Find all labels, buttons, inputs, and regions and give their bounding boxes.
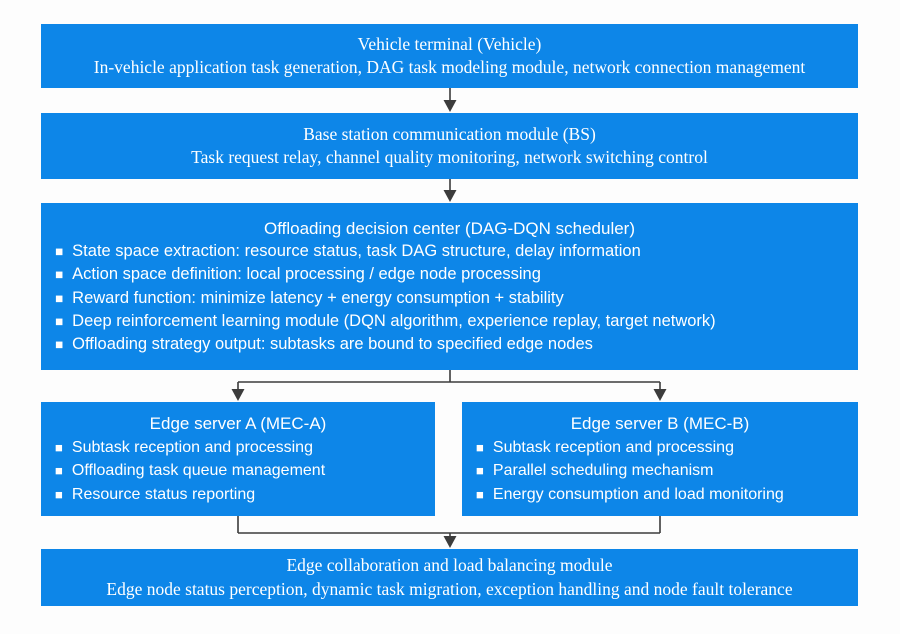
decision-bullet-item: ■ State space extraction: resource statu… (41, 240, 858, 263)
edge-b-bullet-text: Subtask reception and processing (492, 438, 734, 456)
edge-collaboration-title: Edge collaboration and load balancing mo… (286, 555, 613, 575)
bullet-square-icon: ■ (55, 463, 63, 478)
decision-bullet-text: Reward function: minimize latency + ener… (72, 288, 564, 307)
edge-b-bullet-text: Energy consumption and load monitoring (492, 485, 784, 503)
decision-bullet-text: Action space definition: local processin… (72, 265, 541, 284)
decision-bullet-item: ■ Deep reinforcement learning module (DQ… (41, 310, 858, 333)
bullet-square-icon: ■ (55, 267, 64, 283)
decision-bullet-item: ■ Offloading strategy output: subtasks a… (41, 333, 858, 356)
edge-a-bullet-item: ■ Subtask reception and processing (41, 436, 435, 460)
edge-b-bullet-text: Parallel scheduling mechanism (492, 462, 714, 479)
edge-a-bullet-item: ■ Resource status reporting (41, 483, 435, 507)
bullet-square-icon: ■ (476, 486, 484, 502)
edge-a-bullet-text: Subtask reception and processing (71, 438, 313, 456)
base-station-title: Base station communication module (BS) (303, 123, 596, 144)
decision-bullet-text: State space extraction: resource status,… (72, 242, 641, 261)
bullet-square-icon: ■ (476, 463, 484, 478)
vehicle-terminal-subtitle: In-vehicle application task generation, … (93, 57, 806, 77)
vehicle-terminal-box: Vehicle terminal (Vehicle) In-vehicle ap… (41, 24, 858, 88)
edge-b-bullet-item: ■ Energy consumption and load monitoring (462, 483, 858, 507)
edge-collaboration-box: Edge collaboration and load balancing mo… (41, 549, 858, 606)
vehicle-terminal-title: Vehicle terminal (Vehicle) (357, 33, 542, 54)
edge-server-b-box: Edge server B (MEC-B) ■ Subtask receptio… (462, 402, 858, 516)
edge-b-bullet-item: ■ Subtask reception and processing (462, 436, 858, 460)
offloading-decision-center-box: Offloading decision center (DAG-DQN sche… (41, 203, 858, 370)
base-station-box: Base station communication module (BS) T… (41, 113, 858, 179)
edge-a-bullet-item: ■ Offloading task queue management (41, 459, 435, 483)
edge-a-bullet-text: Resource status reporting (71, 485, 256, 503)
bullet-square-icon: ■ (55, 290, 64, 306)
bullet-square-icon: ■ (55, 313, 64, 329)
decision-bullet-item: ■ Reward function: minimize latency + en… (41, 287, 858, 310)
bullet-square-icon: ■ (55, 486, 63, 502)
base-station-subtitle: Task request relay, channel quality moni… (191, 147, 708, 167)
decision-bullet-text: Offloading strategy output: subtasks are… (72, 334, 593, 353)
edge-collaboration-subtitle: Edge node status perception, dynamic tas… (106, 578, 793, 599)
bullet-square-icon: ■ (55, 244, 64, 260)
bullet-square-icon: ■ (55, 439, 63, 455)
edge-server-b-title: Edge server B (MEC-B) (570, 414, 750, 433)
decision-bullet-item: ■ Action space definition: local process… (41, 263, 858, 286)
edge-a-bullet-text: Offloading task queue management (71, 462, 326, 479)
merge-edge-servers-to-collaboration (237, 516, 661, 548)
arrow-bs-to-decision (443, 179, 457, 202)
edge-b-bullet-item: ■ Parallel scheduling mechanism (462, 459, 858, 483)
decision-bullet-text: Deep reinforcement learning module (DQN … (72, 311, 716, 330)
bullet-square-icon: ■ (55, 336, 64, 352)
edge-server-a-box: Edge server A (MEC-A) ■ Subtask receptio… (41, 402, 435, 516)
arrow-vehicle-to-bs (443, 88, 457, 112)
split-decision-to-edge-servers (231, 370, 667, 401)
bullet-square-icon: ■ (476, 439, 484, 455)
decision-center-title: Offloading decision center (DAG-DQN sche… (263, 218, 635, 238)
edge-server-a-title: Edge server A (MEC-A) (149, 414, 327, 433)
